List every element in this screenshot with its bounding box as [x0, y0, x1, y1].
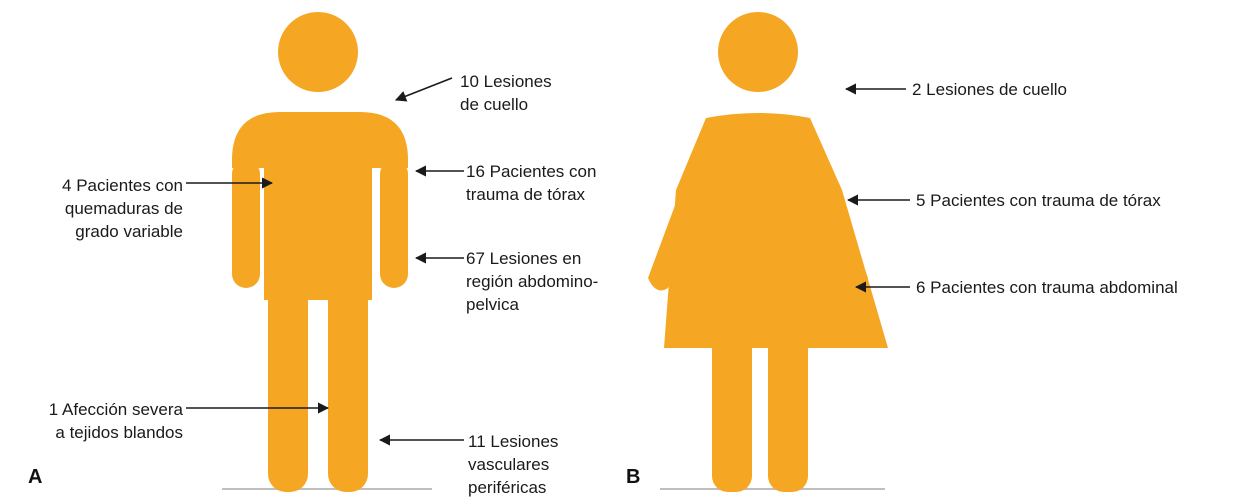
panel-letter-b: B — [626, 466, 641, 488]
male-head — [278, 12, 358, 92]
label-b-abdomen: 6 Pacientes con trauma abdominal — [916, 278, 1178, 297]
female-left-leg — [712, 330, 752, 492]
label-a-burns: 4 Pacientes con quemaduras de grado vari… — [62, 176, 183, 241]
female-right-arm — [789, 122, 868, 291]
label-b-neck: 2 Lesiones de cuello — [912, 80, 1068, 99]
female-figure — [648, 12, 888, 492]
label-a-vascular: 11 Lesiones vasculares periféricas — [468, 432, 559, 497]
label-a-abdomen: 67 Lesiones en región abdomino- pelvica — [466, 249, 599, 314]
male-right-arm — [380, 160, 408, 288]
female-head — [718, 12, 798, 92]
label-b-chest: 5 Pacientes con trauma de tórax — [916, 191, 1161, 210]
male-right-leg — [328, 280, 368, 492]
arrow-a-neck — [394, 77, 453, 102]
male-torso — [232, 112, 408, 300]
panel-letter-a: A — [28, 466, 43, 488]
male-left-arm — [232, 160, 260, 288]
female-dress — [664, 113, 888, 348]
label-a-chest: 16 Pacientes con trauma de tórax — [466, 162, 597, 204]
label-a-neck: 10 Lesiones de cuello — [460, 72, 552, 114]
label-a-softtissue: 1 Afección severa a tejidos blandos — [48, 400, 183, 442]
female-right-leg — [768, 330, 808, 492]
male-figure — [232, 12, 408, 492]
female-left-arm — [648, 122, 727, 291]
male-left-leg — [268, 280, 308, 492]
